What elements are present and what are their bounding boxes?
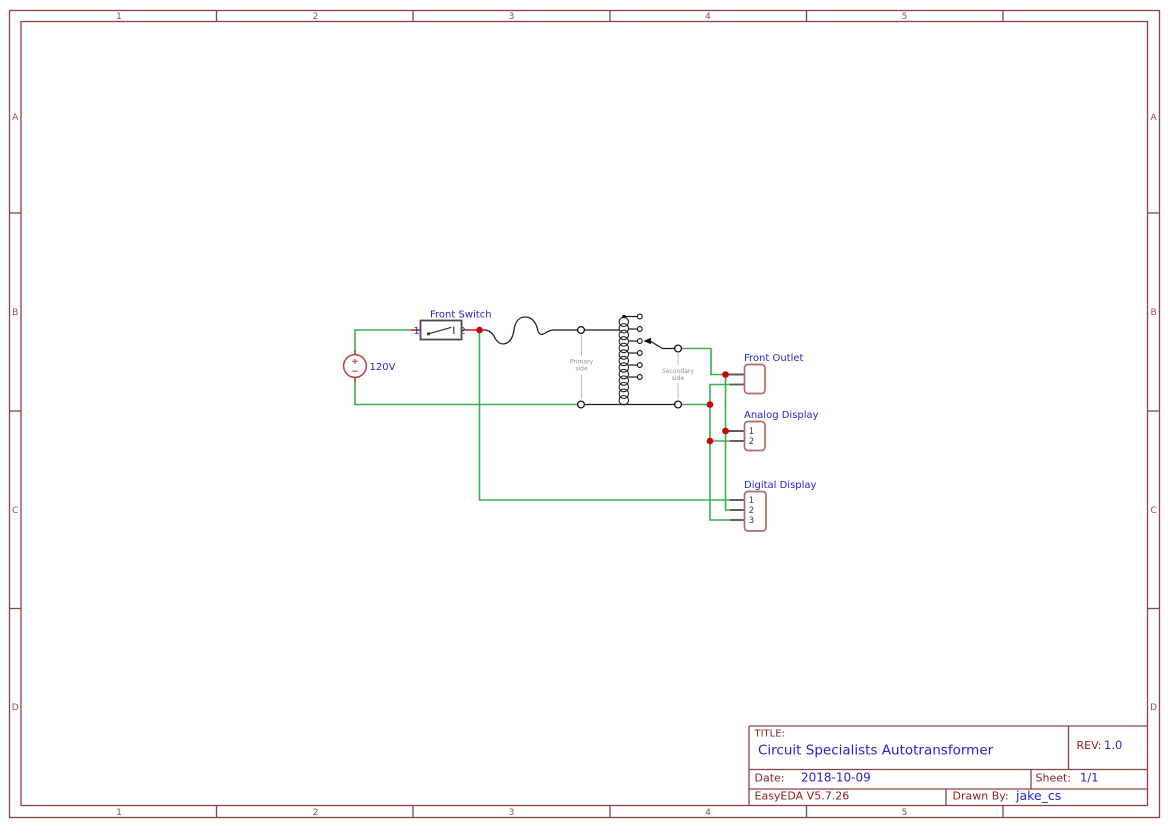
analog-display-label: Analog Display [744,410,819,421]
tap-terminal[interactable] [636,313,643,320]
tool-version: EasyEDA V5.7.26 [755,790,850,803]
tap-terminal[interactable] [636,326,643,332]
frame-row-label: D [1150,703,1157,713]
frame-col-label: 5 [902,12,908,22]
frame-col-label: 1 [116,12,122,22]
source-label: 120V [370,362,396,373]
primary-side-label: Primary [570,359,594,366]
frame-row-label: B [12,308,18,318]
autotransformer[interactable]: Primary side Secondary side [570,313,694,409]
frame-column-labels: 1 2 3 4 5 1 2 3 4 5 [116,12,907,818]
transformer-taps[interactable] [622,313,643,380]
frame-outer-border [8,9,1161,819]
frame-row-labels: A B C D A B C D [12,113,1158,713]
secondary-side-label: side [672,375,685,382]
source-plus-icon [352,358,358,364]
frame-row-label: D [12,703,19,713]
sheet-label: Sheet: [1036,772,1072,785]
junction-dot [706,437,714,445]
front-switch[interactable]: Front Switch 1 2 [411,310,492,341]
circuit[interactable]: 120V Front Switch 1 2 [342,310,819,532]
frame-row-label: A [1151,113,1158,123]
frame-row-label: A [12,113,19,123]
junction-dot [706,401,714,408]
wire-switch-to-digital-pin1[interactable] [478,329,732,501]
front-outlet-label: Front Outlet [744,353,804,364]
digital-pin-number: 1 [749,496,754,506]
secondary-top-terminal[interactable] [673,344,683,353]
switch-pin1-number: 1 [413,326,419,337]
frame-col-label: 2 [313,12,319,22]
wire-bus-neutral[interactable] [709,383,732,521]
transformer-selector[interactable] [643,337,675,350]
frame-col-label: 4 [705,808,711,818]
selector-arrow-icon [643,337,651,345]
switch-pin2-number: 2 [459,326,465,337]
tap-terminal[interactable] [636,350,643,356]
digital-pin-number: 3 [749,516,754,526]
tap-terminal[interactable] [636,374,643,380]
secondary-side-label: Secondary [662,368,694,375]
primary-bottom-terminal[interactable] [576,400,586,409]
junction-dots [476,326,729,445]
frame-col-label: 5 [902,808,908,818]
sheet-value[interactable]: 1/1 [1080,771,1099,785]
front-switch-label: Front Switch [430,310,492,321]
selector-wire[interactable] [649,340,675,350]
frame-row-label: C [12,506,18,516]
frame-col-label: 4 [705,12,711,22]
frame-ruler-ticks [9,10,1160,818]
tap-terminal[interactable] [636,362,643,368]
digital-display-connector[interactable]: Digital Display 1 2 3 [743,480,817,532]
wire-source-to-primary-bottom[interactable] [354,380,579,406]
analog-display-body[interactable] [743,420,766,452]
analog-pin-number: 2 [749,437,754,447]
sheet-frame: 1 2 3 4 5 1 2 3 4 5 A B C D A B C D [8,9,1161,819]
junction-dot [722,427,729,435]
frame-col-label: 2 [313,808,319,818]
primary-side-label: side [575,366,588,373]
wire-source-to-switch[interactable] [354,329,412,352]
drawn-by-value[interactable]: jake_cs [1015,788,1061,803]
title-block[interactable]: TITLE: Circuit Specialists Autotransform… [748,725,1148,806]
secondary-bottom-terminal[interactable] [673,400,683,409]
date-value[interactable]: 2018-10-09 [801,771,871,785]
drawn-by-label: Drawn By: [953,790,1009,803]
tap-terminal[interactable] [636,338,643,344]
rev-label: REV: [1077,739,1102,752]
date-label: Date: [755,772,785,785]
frame-row-label: B [1151,308,1157,318]
title-label: TITLE: [754,729,785,740]
sheet-title[interactable]: Circuit Specialists Autotransformer [758,743,994,759]
coil-top-node [622,315,626,319]
switch-lever [428,326,452,335]
wire-bus-left[interactable] [724,373,732,511]
fuse-symbol[interactable] [485,316,554,345]
transformer-coil[interactable] [618,316,630,406]
digital-pin-number: 2 [749,506,754,516]
front-outlet-body[interactable] [743,363,766,395]
analog-display-connector[interactable]: Analog Display 1 2 [743,410,819,452]
voltage-source[interactable]: 120V [342,350,396,382]
frame-col-label: 3 [509,808,515,818]
digital-display-body[interactable] [743,490,767,532]
wires[interactable] [354,329,732,521]
source-symbol[interactable] [342,353,368,379]
frame-row-label: C [1150,506,1156,516]
rev-value[interactable]: 1.0 [1104,738,1122,752]
frame-inner-border [20,20,1149,807]
digital-display-label: Digital Display [744,480,817,491]
frame-col-label: 1 [116,808,122,818]
primary-top-terminal[interactable] [576,325,586,335]
wire-secondary-to-outlet-pin1[interactable] [680,347,727,376]
junction-dot [476,326,483,334]
junction-dot [722,371,729,378]
analog-pin-number: 1 [749,427,754,437]
frame-col-label: 3 [509,12,515,22]
front-outlet-connector[interactable]: Front Outlet [743,353,804,395]
connector-pin-stubs[interactable] [726,373,745,521]
